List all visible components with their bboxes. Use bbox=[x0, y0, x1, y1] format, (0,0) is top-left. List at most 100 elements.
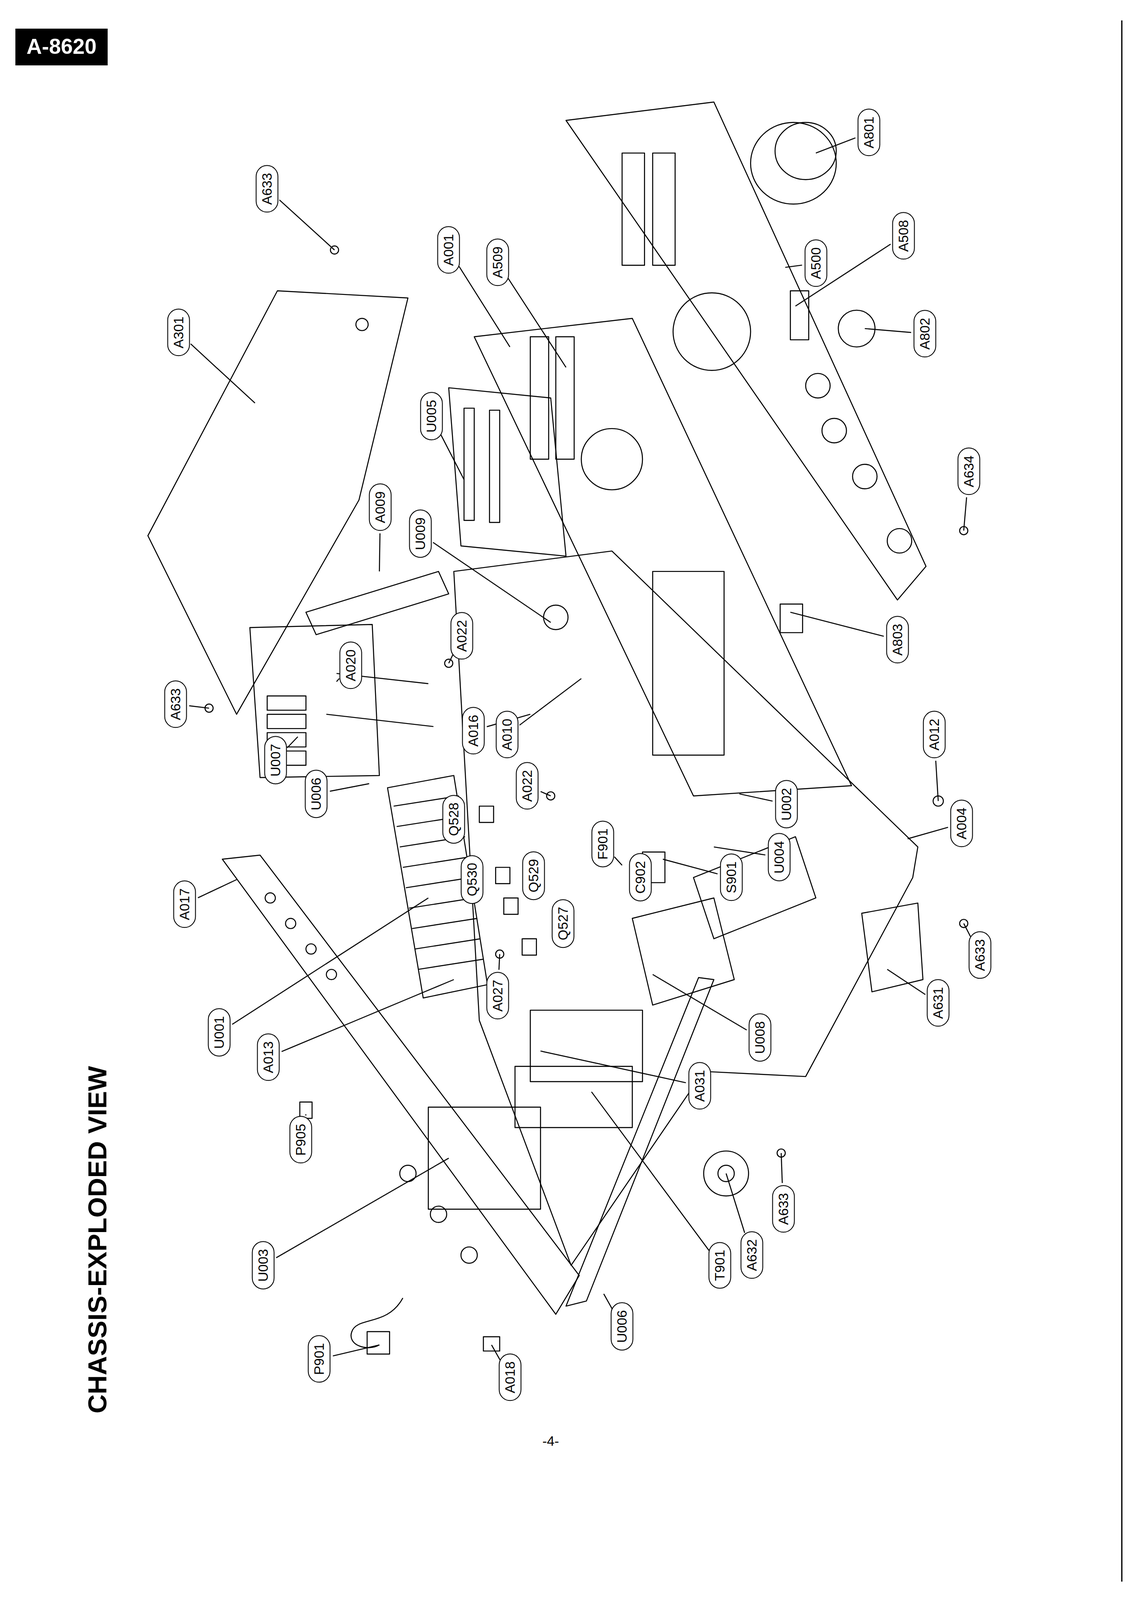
callout-number: U006 bbox=[304, 769, 328, 818]
leader-line bbox=[279, 199, 335, 250]
fin bbox=[412, 917, 478, 929]
model-badge: A-8620 bbox=[15, 28, 108, 66]
callout-number: A016 bbox=[461, 706, 485, 754]
leader-line bbox=[652, 973, 747, 1030]
leader-line bbox=[815, 137, 856, 154]
fin bbox=[402, 856, 469, 868]
leader-line bbox=[190, 343, 255, 403]
power-cord bbox=[351, 1297, 403, 1347]
callout-number: A017 bbox=[173, 879, 197, 928]
leader-line bbox=[865, 328, 912, 333]
callout-number: A509 bbox=[486, 238, 510, 286]
dial-hole bbox=[673, 292, 751, 370]
callout-number: U004 bbox=[768, 832, 791, 881]
plug bbox=[366, 1331, 390, 1354]
circuit-board bbox=[693, 836, 816, 939]
knob-hole bbox=[887, 528, 912, 553]
leader-line bbox=[935, 760, 939, 801]
side-bracket bbox=[566, 976, 714, 1306]
potentiometer bbox=[543, 604, 568, 630]
leader-line bbox=[790, 612, 884, 637]
panel-window bbox=[621, 152, 645, 266]
callout-number: A632 bbox=[740, 1231, 763, 1279]
leader-line bbox=[440, 434, 464, 480]
callout-number: U001 bbox=[208, 1008, 231, 1057]
jack-hole bbox=[430, 1205, 447, 1222]
leader-line bbox=[713, 846, 766, 855]
callout-number: F901 bbox=[591, 820, 615, 867]
front-panel bbox=[566, 102, 927, 600]
standoff bbox=[326, 713, 434, 727]
callout-number: A301 bbox=[167, 308, 190, 357]
leader-line bbox=[332, 1344, 380, 1356]
terminal bbox=[266, 713, 306, 728]
leader-line bbox=[448, 654, 453, 663]
leader-line bbox=[591, 1091, 710, 1250]
transformer bbox=[530, 1009, 643, 1082]
callout-number: C902 bbox=[629, 853, 652, 902]
callout-number: A802 bbox=[913, 309, 937, 358]
callout-number: S901 bbox=[719, 853, 743, 901]
leader-line bbox=[963, 497, 967, 531]
leader-line bbox=[739, 793, 773, 801]
callout-number: A031 bbox=[688, 1061, 711, 1109]
fin bbox=[415, 938, 481, 949]
jack-hole bbox=[460, 1246, 478, 1263]
page-rule bbox=[1121, 20, 1123, 1581]
callout-number: Q530 bbox=[460, 854, 484, 904]
transistor bbox=[503, 897, 518, 914]
circuit-board bbox=[448, 387, 566, 556]
callout-number: A633 bbox=[968, 931, 992, 979]
jack-hole bbox=[399, 1164, 417, 1182]
rail bbox=[463, 407, 475, 521]
circuit-board bbox=[632, 897, 735, 1005]
leader-line bbox=[281, 979, 454, 1051]
terminal-board bbox=[428, 1106, 541, 1209]
heat-sink bbox=[387, 775, 488, 998]
callout-number: A010 bbox=[495, 710, 519, 759]
page-title: CHASSIS-EXPLODED VIEW bbox=[81, 1065, 112, 1414]
callout-number: A013 bbox=[256, 1032, 280, 1081]
main-knob-face bbox=[774, 122, 836, 180]
screw-hole bbox=[355, 318, 369, 331]
leader-line bbox=[189, 705, 209, 708]
leader-line bbox=[491, 1344, 501, 1360]
callout-number: A020 bbox=[339, 641, 363, 689]
terminal bbox=[266, 695, 306, 710]
page-number: -4- bbox=[542, 1432, 560, 1449]
top-cover bbox=[147, 290, 408, 715]
callout-number: A803 bbox=[885, 615, 909, 664]
leader-line bbox=[519, 678, 582, 725]
leader-line bbox=[540, 1050, 686, 1083]
callout-number: Q529 bbox=[522, 850, 545, 900]
leader-line bbox=[287, 736, 298, 748]
callout-number: A022 bbox=[450, 611, 474, 660]
jack-hole bbox=[285, 917, 296, 929]
leader-line bbox=[726, 1173, 745, 1233]
leader-line bbox=[232, 897, 429, 1024]
leader-line bbox=[662, 858, 718, 874]
callout-number: A633 bbox=[771, 1184, 795, 1233]
leader-line bbox=[540, 791, 552, 796]
callout-number: A027 bbox=[486, 971, 510, 1020]
callout-number: A633 bbox=[164, 680, 187, 728]
main-knob bbox=[750, 122, 837, 205]
callout-number: A634 bbox=[957, 447, 981, 496]
leader-line bbox=[197, 879, 237, 898]
shaft-hole bbox=[581, 428, 643, 490]
button bbox=[780, 604, 803, 633]
model-number: A-8620 bbox=[26, 34, 97, 60]
rail bbox=[489, 410, 500, 523]
callout-number: A508 bbox=[892, 211, 915, 260]
callout-number: P905 bbox=[289, 1115, 313, 1164]
leader-line bbox=[336, 678, 340, 682]
callout-number: A633 bbox=[255, 164, 279, 213]
callout-number: A801 bbox=[857, 108, 881, 157]
callout-number: U003 bbox=[252, 1240, 275, 1290]
callout-number: T901 bbox=[708, 1241, 732, 1288]
callout-number: A001 bbox=[437, 226, 461, 274]
callout-number: A018 bbox=[498, 1353, 522, 1401]
jack-hole bbox=[326, 968, 337, 980]
rear-panel bbox=[222, 854, 580, 1314]
